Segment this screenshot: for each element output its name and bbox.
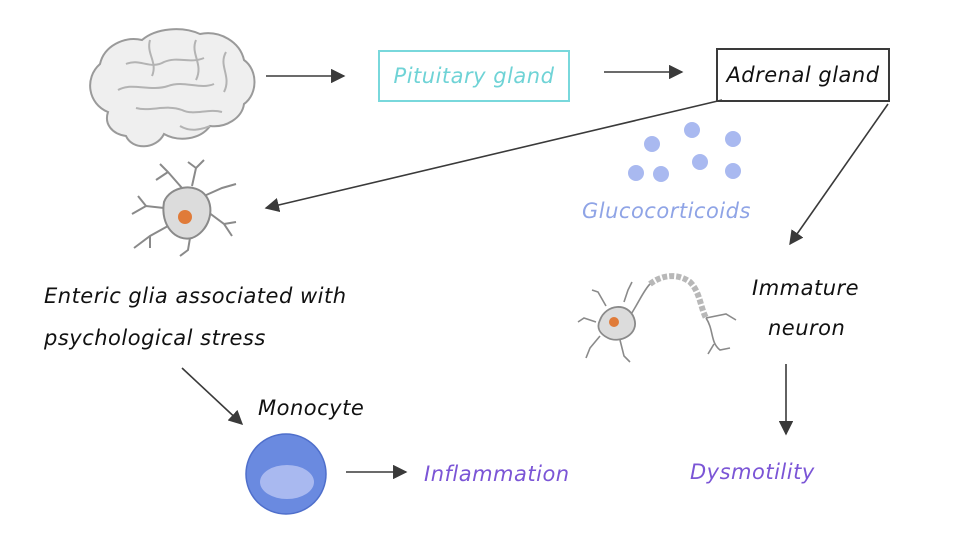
arrow-glia-to-monocyte: [181, 367, 244, 425]
brain-icon: [89, 28, 256, 148]
enteric-glia-label-line1: Enteric glia associated with: [44, 284, 347, 308]
glial-cell-icon: [131, 159, 237, 257]
dysmotility-label: Dysmotility: [690, 460, 815, 484]
adrenal-gland-label: Adrenal gland: [726, 63, 880, 87]
glucocorticoids-label: Glucocorticoids: [582, 199, 751, 223]
arrow-adrenal-to-neuron: [789, 103, 889, 246]
monocyte-label: Monocyte: [258, 396, 365, 420]
immature-neuron-label-line2: neuron: [768, 316, 846, 340]
enteric-glia-label-line2: psychological stress: [44, 326, 266, 350]
inflammation-label: Inflammation: [424, 462, 570, 486]
pituitary-gland-box: Pituitary gland: [378, 50, 570, 102]
immature-neuron-label-line1: Immature: [752, 276, 860, 300]
adrenal-gland-box: Adrenal gland: [716, 48, 890, 102]
glucocorticoid-dots-icon: [628, 122, 741, 182]
neuron-icon: [577, 273, 737, 363]
monocyte-icon: [245, 433, 327, 515]
arrow-adrenal-to-glia: [264, 99, 723, 213]
pituitary-gland-label: Pituitary gland: [393, 64, 555, 88]
